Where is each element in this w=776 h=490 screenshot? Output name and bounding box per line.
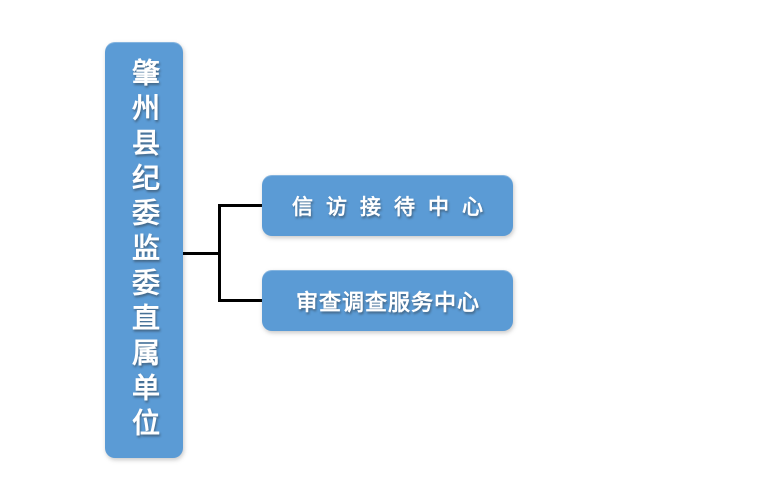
connector-vertical-line bbox=[218, 204, 221, 302]
child-node-2-label: 审查调查服务中心 bbox=[295, 290, 480, 316]
root-node-direct-subordinate-units: 肇州县纪委监委直属单位 bbox=[105, 42, 183, 458]
connector-branch-line-1 bbox=[218, 204, 262, 207]
connector-branch-line-2 bbox=[218, 299, 262, 302]
root-node-label: 肇州县纪委监委直属单位 bbox=[128, 57, 161, 443]
child-node-review-investigation-service-center: 审查调查服务中心 bbox=[262, 270, 513, 331]
connector-stem-line bbox=[183, 252, 219, 255]
child-node-petition-reception-center: 信访接待中心 bbox=[262, 175, 513, 236]
child-node-1-label: 信访接待中心 bbox=[292, 194, 496, 219]
